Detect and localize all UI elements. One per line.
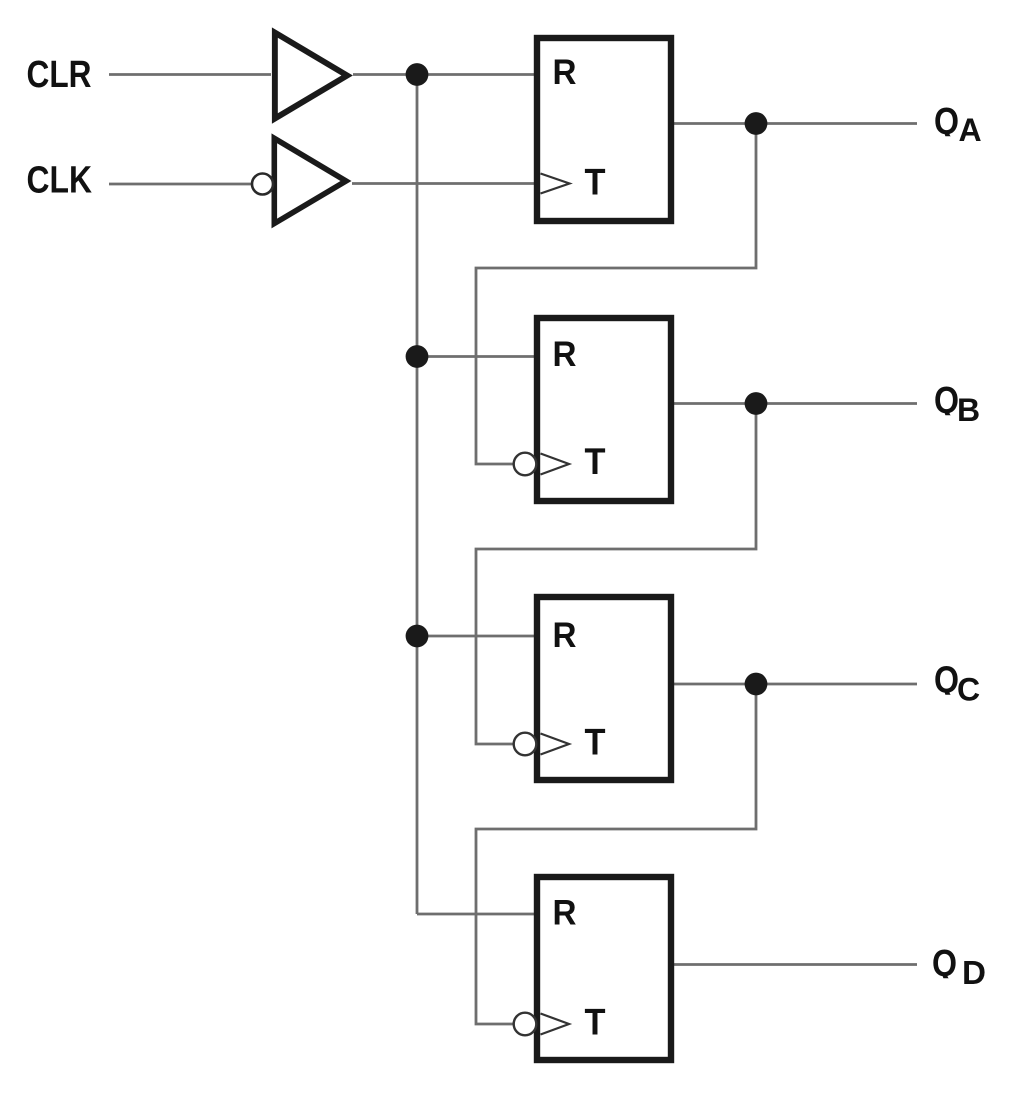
svg-text:Q: Q xyxy=(934,380,959,422)
svg-text:A: A xyxy=(959,112,982,148)
svg-text:T: T xyxy=(585,162,606,203)
svg-text:C: C xyxy=(957,672,980,708)
svg-text:T: T xyxy=(585,441,606,482)
svg-text:R: R xyxy=(553,616,577,655)
svg-text:Q: Q xyxy=(934,660,959,702)
svg-text:Q: Q xyxy=(932,943,957,985)
svg-text:R: R xyxy=(553,894,577,933)
svg-text:D: D xyxy=(962,954,986,991)
svg-text:B: B xyxy=(957,392,980,428)
svg-text:R: R xyxy=(553,53,577,92)
svg-text:R: R xyxy=(553,335,577,374)
svg-text:T: T xyxy=(585,1002,606,1043)
svg-text:CLK: CLK xyxy=(27,160,93,202)
svg-text:CLR: CLR xyxy=(27,54,92,96)
svg-text:T: T xyxy=(585,722,606,763)
svg-text:Q: Q xyxy=(934,101,959,143)
